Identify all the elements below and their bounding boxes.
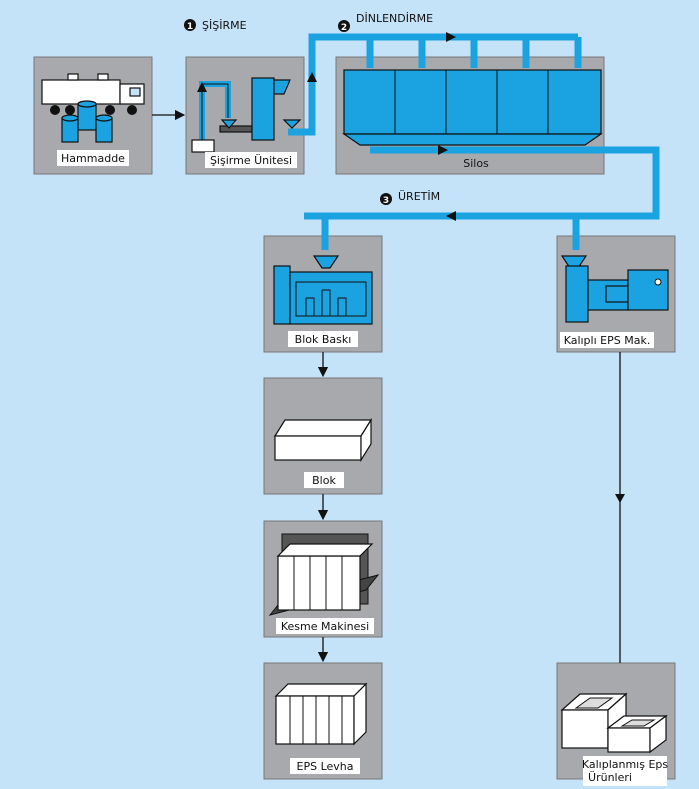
- cutting-machine-icon: [268, 533, 380, 616]
- flow-arrow-2: [446, 32, 456, 42]
- flow-arrow-1: [307, 72, 317, 82]
- block-press-label: Blok Baskı: [295, 333, 352, 346]
- molded-products-label-line2: Ürünleri: [588, 771, 632, 784]
- cutting-machine-label: Kesme Makinesi: [281, 620, 369, 633]
- pipe-to-block-press: [304, 212, 329, 250]
- silo-label: Silos: [463, 157, 489, 170]
- expansion-unit-label: Şişirme Ünitesi: [210, 154, 292, 167]
- molded-machine-down-arrow: [615, 494, 625, 503]
- block-icon: [273, 417, 373, 463]
- block-label: Blok: [312, 474, 336, 487]
- raw-material-label: Hammadde: [61, 152, 125, 165]
- flow-arrow-3: [438, 145, 448, 155]
- stage-1-title: ŞİŞİRME: [202, 19, 247, 32]
- block-press-icon: [273, 255, 373, 325]
- pipe-silo-outlet: [304, 146, 660, 220]
- stage-3-title: ÜRETİM: [398, 190, 440, 203]
- eps-sheet-label: EPS Levha: [297, 760, 354, 773]
- truck-barrels-icon: [41, 73, 145, 143]
- expansion-unit-icon: [191, 77, 302, 153]
- molded-products-icon: [560, 692, 668, 754]
- pipe-expansion-to-silo: [288, 33, 578, 136]
- stage-2-marker: 2 DİNLENDİRME: [338, 12, 433, 33]
- flow-arrow-4: [446, 211, 456, 221]
- stage-3-marker: 3 ÜRETİM: [380, 190, 440, 206]
- silo-icon: [342, 69, 603, 146]
- stage-1-marker: 1 ŞİŞİRME: [184, 19, 247, 32]
- molded-machine-label: Kalıplı EPS Mak.: [564, 334, 651, 347]
- svg-text:3: 3: [383, 196, 389, 206]
- eps-sheet-icon: [274, 682, 368, 746]
- molded-machine-icon: [560, 255, 669, 323]
- molded-products-label-line1: Kalıplanmış Eps: [582, 758, 669, 771]
- stage-2-title: DİNLENDİRME: [356, 12, 433, 25]
- svg-text:2: 2: [341, 23, 347, 33]
- svg-text:1: 1: [187, 22, 193, 32]
